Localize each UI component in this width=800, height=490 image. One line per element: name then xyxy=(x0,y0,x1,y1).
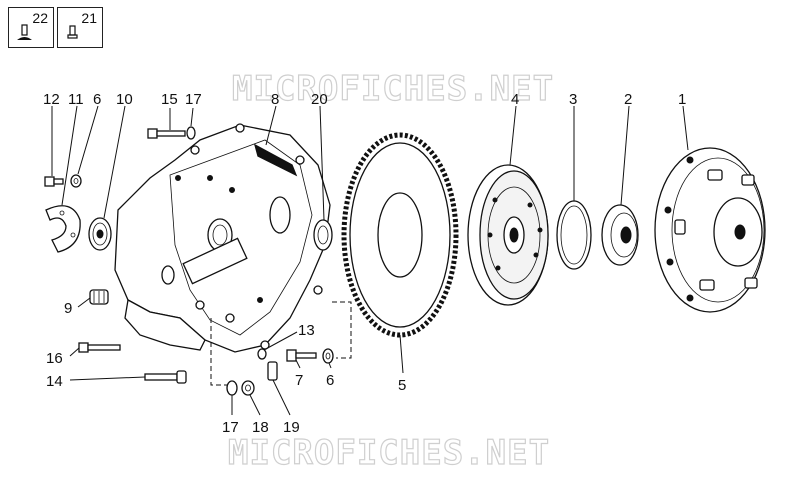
callout-16: 16 xyxy=(46,350,63,367)
watermark-bottom: MICROFICHES.NET xyxy=(228,433,550,473)
callout-18: 18 xyxy=(252,419,269,436)
callout-12: 12 xyxy=(43,91,60,108)
callout-4: 4 xyxy=(511,91,519,108)
part-16-bolt xyxy=(78,342,121,353)
callout-20: 20 xyxy=(311,91,328,108)
washer-screw-icon xyxy=(17,24,32,40)
part-10-bearing xyxy=(88,217,112,251)
part-15-bolt xyxy=(147,126,196,140)
part-1-clutch-cover xyxy=(654,147,766,313)
part-8-housing xyxy=(114,123,331,353)
callout-3: 3 xyxy=(569,91,577,108)
callout-15: 15 xyxy=(161,91,178,108)
part-20-seal xyxy=(313,219,333,251)
part-19-fitting xyxy=(267,361,278,381)
callout-17-bottom: 17 xyxy=(222,419,239,436)
part-12-bolt xyxy=(44,176,64,187)
callout-5: 5 xyxy=(398,377,406,394)
screw-icon xyxy=(67,25,78,39)
callout-10: 10 xyxy=(116,91,133,108)
callout-7: 7 xyxy=(295,372,303,389)
part-14-bolt xyxy=(144,370,187,384)
part-4-clutch-disc xyxy=(467,164,549,306)
legend-box-21: 21 xyxy=(57,7,103,48)
callout-1: 1 xyxy=(678,91,686,108)
callout-2: 2 xyxy=(624,91,632,108)
legend-box-22: 22 xyxy=(8,7,54,48)
part-6-washer-right xyxy=(322,348,334,364)
callout-6-bottom: 6 xyxy=(326,372,334,389)
part-5-flywheel xyxy=(341,132,459,338)
callout-11: 11 xyxy=(68,91,84,108)
part-17-washer-bottom xyxy=(226,380,238,396)
callout-9: 9 xyxy=(64,300,72,317)
watermark-top: MICROFICHES.NET xyxy=(232,69,554,109)
part-2-spring-plate xyxy=(601,204,639,266)
callouts: 12 11 6 10 15 17 8 20 4 3 2 1 9 16 14 13… xyxy=(43,91,686,436)
part-3-snap-ring xyxy=(556,200,592,270)
legend-number: 21 xyxy=(81,10,97,26)
part-7-bolt xyxy=(286,349,317,362)
legend-number: 22 xyxy=(32,10,48,26)
part-13-washer xyxy=(257,348,267,360)
callout-14: 14 xyxy=(46,373,63,390)
part-6-nut-left xyxy=(70,174,82,188)
callout-6-top: 6 xyxy=(93,91,101,108)
leader-lines xyxy=(51,105,689,416)
part-11-plate xyxy=(45,205,81,253)
callout-19: 19 xyxy=(283,419,300,436)
part-18-nut xyxy=(241,380,255,396)
part-9-plug xyxy=(89,289,109,305)
callout-17-top: 17 xyxy=(185,91,202,108)
callout-13: 13 xyxy=(298,322,315,339)
callout-8: 8 xyxy=(271,91,279,108)
